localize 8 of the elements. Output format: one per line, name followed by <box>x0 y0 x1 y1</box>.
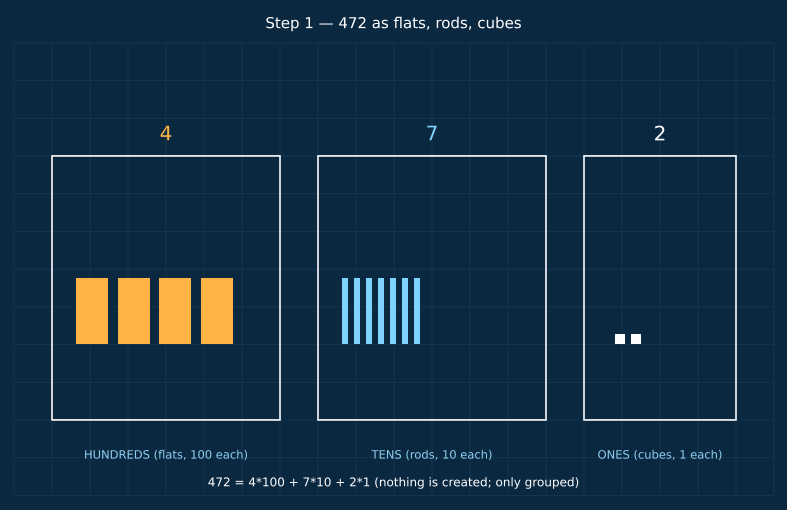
place-label: TENS (rods, 10 each) <box>372 450 492 460</box>
equation-note: 472 = 4*100 + 7*10 + 2*1 (nothing is created; only grouped) <box>208 477 578 489</box>
place-label: HUNDREDS (flats, 100 each) <box>85 450 248 460</box>
title: Step 1 — 472 as flats, rods, cubes <box>266 16 521 32</box>
digit: 7 <box>427 126 437 140</box>
digit: 2 <box>655 126 664 140</box>
digit: 4 <box>160 126 172 140</box>
place-label: ONES (cubes, 1 each) <box>598 450 722 460</box>
